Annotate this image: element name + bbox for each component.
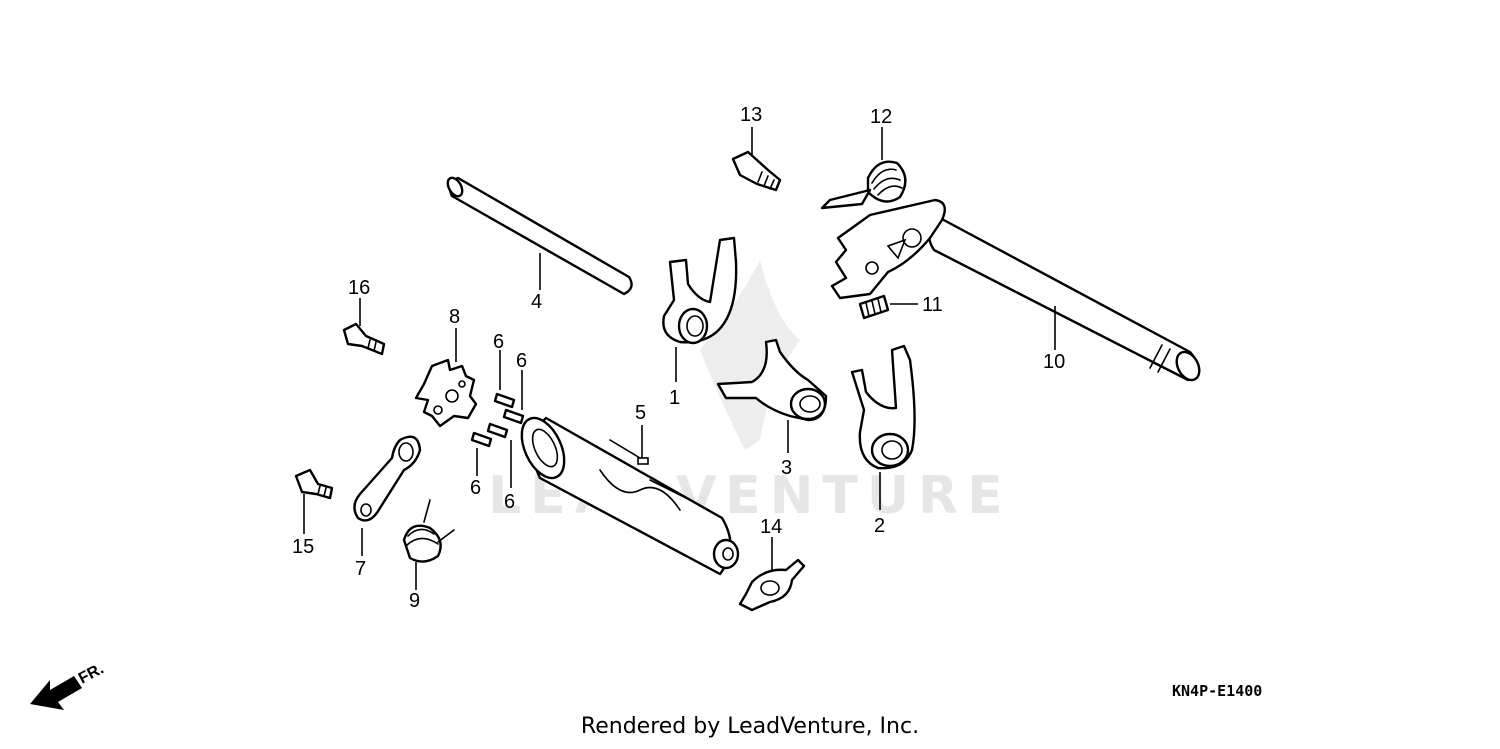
callout-7[interactable]: 7	[355, 558, 366, 580]
part-15-bolt[interactable]	[294, 468, 334, 500]
part-2-shift-fork[interactable]	[850, 344, 916, 470]
part-12-return-spring[interactable]	[820, 160, 907, 210]
part-7-stopper-arm[interactable]	[353, 435, 422, 522]
diagram-code: KN4P-E1400	[1172, 682, 1263, 700]
part-6-pins[interactable]	[470, 392, 525, 448]
callout-14[interactable]: 14	[760, 516, 782, 538]
callout-5[interactable]: 5	[635, 402, 646, 424]
part-4-fork-shaft[interactable]	[445, 175, 633, 296]
callout-9[interactable]: 9	[409, 590, 420, 612]
part-8-stopper-plate[interactable]	[414, 358, 478, 428]
part-13-bolt[interactable]	[731, 150, 782, 192]
part-10-gearshift-spindle[interactable]	[830, 198, 1204, 384]
callout-16[interactable]: 16	[348, 277, 370, 299]
callout-11[interactable]: 11	[922, 294, 943, 316]
part-3-shift-fork[interactable]	[716, 338, 828, 422]
callout-2[interactable]: 2	[874, 515, 885, 537]
callout-3[interactable]: 3	[781, 457, 792, 479]
part-5-shift-drum[interactable]	[513, 411, 740, 576]
part-1-shift-fork[interactable]	[662, 236, 738, 345]
callout-6b[interactable]: 6	[516, 350, 527, 372]
watermark-flame-icon	[700, 260, 800, 450]
part-11-spring[interactable]	[858, 294, 890, 320]
part-16-bolt[interactable]	[342, 322, 386, 356]
front-label: FR.	[76, 660, 107, 687]
front-arrow-icon: FR.	[30, 660, 107, 710]
callout-13[interactable]: 13	[740, 104, 762, 126]
callout-8[interactable]: 8	[449, 306, 460, 328]
callout-6c[interactable]: 6	[470, 477, 481, 499]
callout-10[interactable]: 10	[1043, 351, 1065, 373]
callout-6d[interactable]: 6	[504, 491, 515, 513]
callout-1[interactable]: 1	[669, 387, 680, 409]
part-9-spring[interactable]	[402, 499, 455, 563]
callout-4[interactable]: 4	[531, 291, 542, 313]
footer-credit: Rendered by LeadVenture, Inc.	[580, 714, 920, 739]
callout-12[interactable]: 12	[870, 106, 892, 128]
part-14-plate[interactable]	[738, 558, 806, 612]
callout-15[interactable]: 15	[292, 536, 314, 558]
callout-6a[interactable]: 6	[493, 331, 504, 353]
